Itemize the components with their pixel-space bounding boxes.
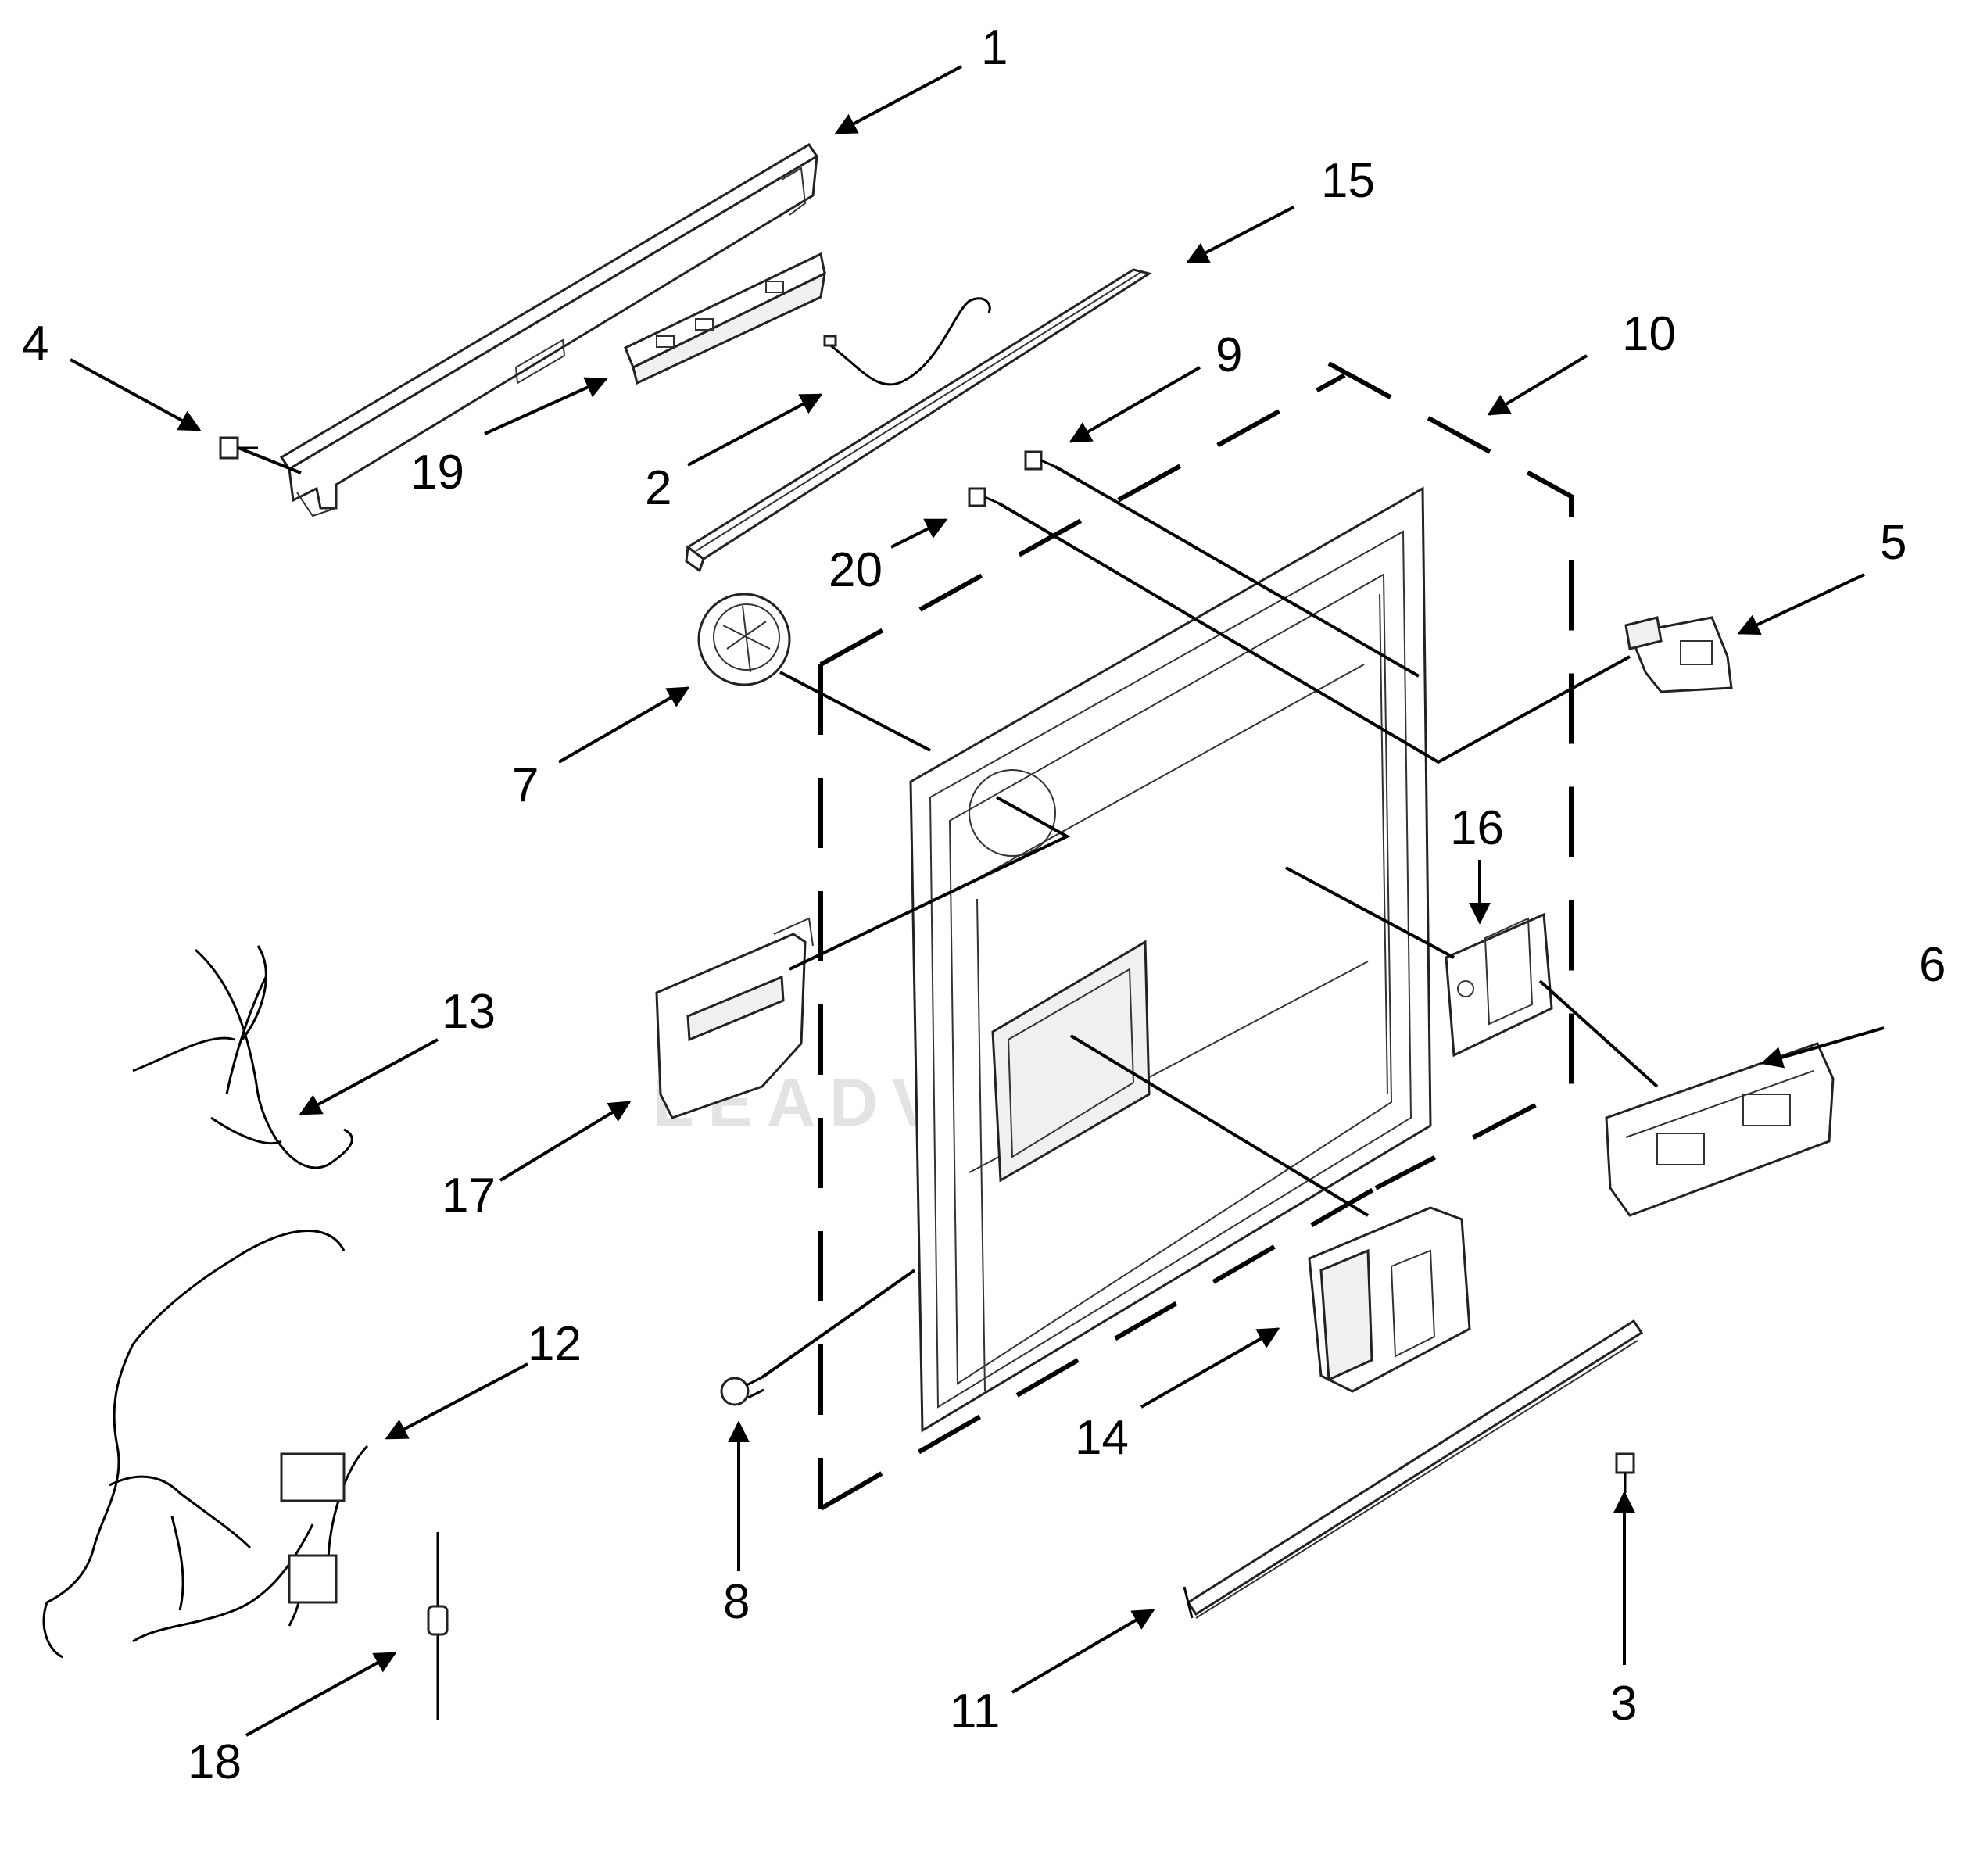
latch-body-part [1308,1206,1471,1393]
bottom-trim-part [1183,1319,1644,1619]
callout-9: 9 [1216,328,1242,382]
callout-6: 6 [1919,938,1946,992]
harness-relay-block [288,1554,338,1604]
console-panel-part [279,142,819,517]
callout-17: 17 [442,1169,496,1223]
callout-19: 19 [410,446,464,499]
control-board-part [624,252,826,385]
callout-12: 12 [528,1317,582,1371]
wire-connector [823,335,837,347]
callout-10: 10 [1622,307,1676,361]
callout-arrows [70,65,1885,1737]
wire-harness-12-part [42,1230,369,1659]
callout-1: 1 [981,21,1008,75]
callout-20: 20 [829,543,883,597]
harness-connector-block [280,1452,346,1502]
wire-harness-13-part [132,945,353,1169]
vent-fan-module-part [1605,1042,1835,1217]
callout-11: 11 [950,1684,1000,1738]
callout-14: 14 [1075,1411,1129,1465]
callout-8: 8 [723,1575,750,1629]
callout-labels: 1 2 3 4 5 6 7 8 9 10 11 12 13 14 15 16 1… [22,21,1946,1789]
dispenser-part [655,917,814,1119]
callout-13: 13 [442,985,496,1039]
callout-3: 3 [1610,1677,1637,1731]
door-latch-part [1624,616,1733,693]
part-connector-lines [238,446,1659,1379]
inner-door-panel [909,486,1432,1433]
hinge-bracket-part [1445,912,1553,1058]
trim-strip-part [685,268,1152,573]
callout-4: 4 [22,317,48,371]
screw-part-8 [720,1376,764,1406]
callout-2: 2 [645,461,671,515]
screw-part-3 [1615,1452,1635,1493]
screw-part-9 [1024,450,1056,471]
screw-part-20 [968,487,1000,507]
door-assembly-boundary [818,361,1574,1511]
vent-part [697,593,791,686]
callout-5: 5 [1880,516,1907,570]
callout-16: 16 [1450,801,1504,855]
wire-harness-small-part [828,297,991,386]
thermal-fuse-part [427,1532,449,1720]
callout-18: 18 [188,1735,242,1789]
callout-15: 15 [1321,154,1375,208]
callout-7: 7 [512,758,539,812]
